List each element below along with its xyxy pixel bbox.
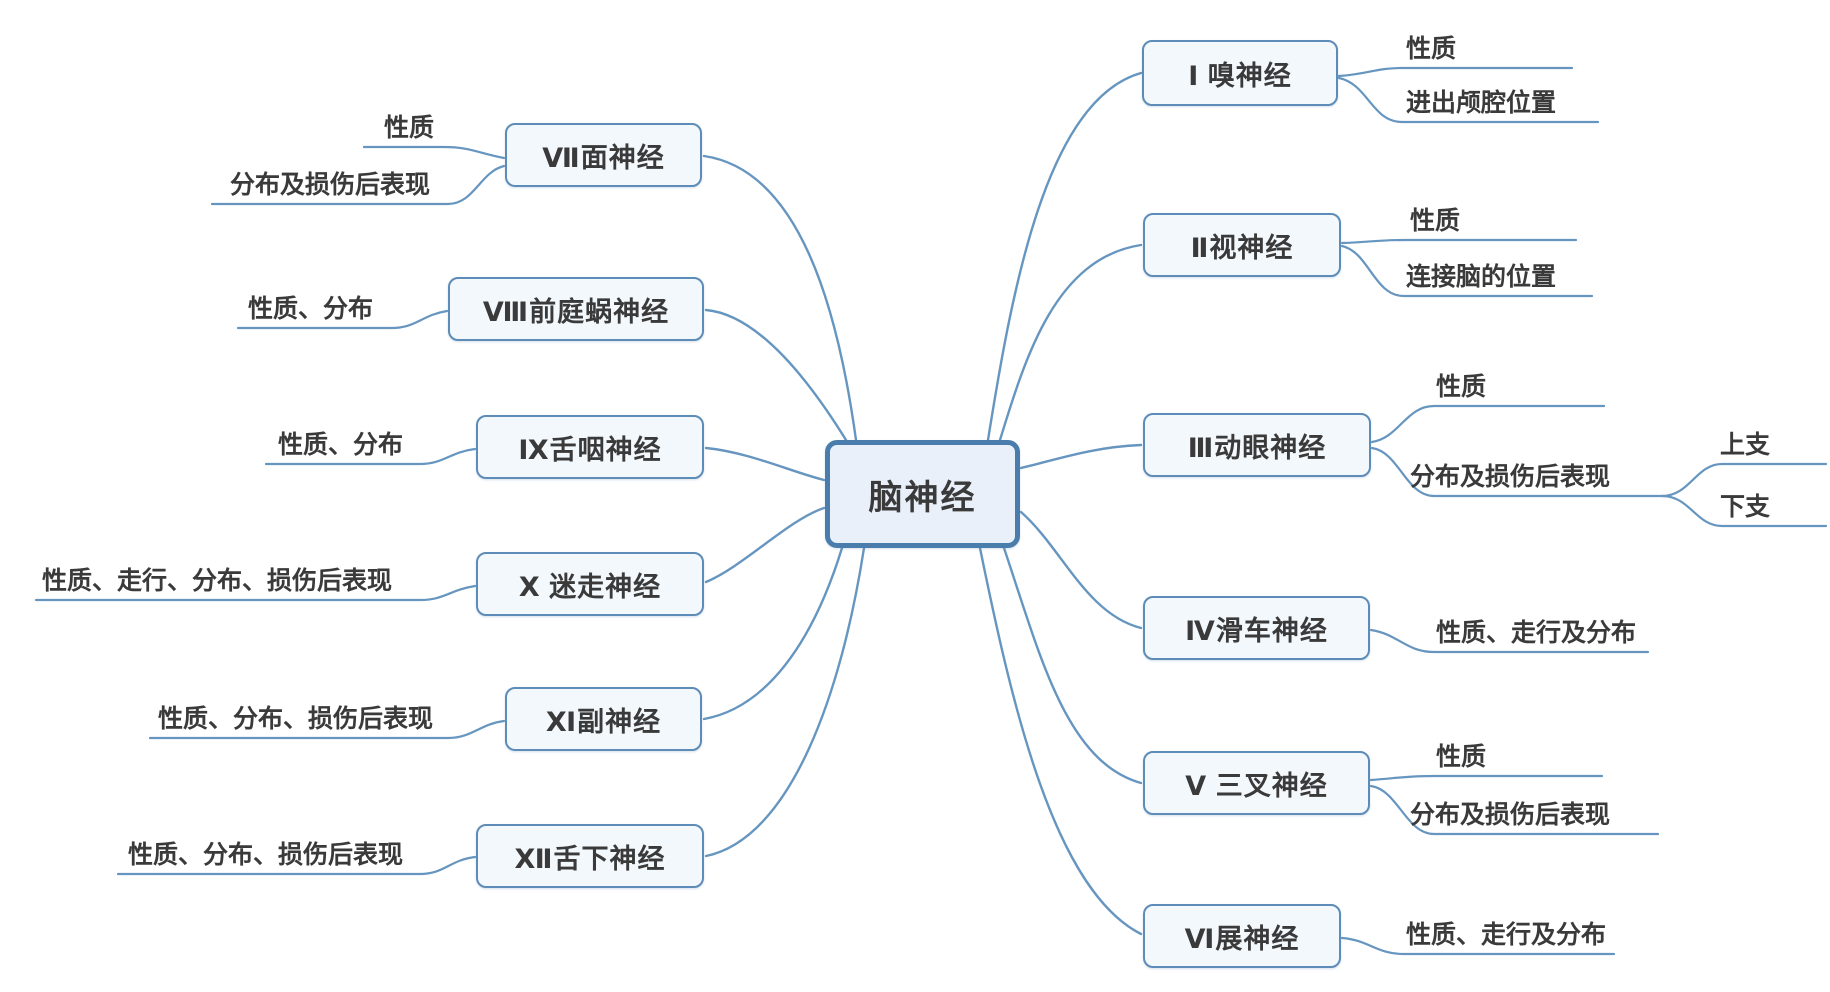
connector-root-hypoglossal [704,546,866,858]
connector-root-optic [998,243,1143,442]
node-7-facial-nerve[interactable]: Ⅶ面神经 [505,123,702,187]
leafline-optic-nature [1340,238,1578,245]
node-11-accessory-nerve[interactable]: Ⅺ副神经 [505,687,702,751]
leafline-hypoglossal-nature [116,855,477,876]
node-9-glossopharyngeal-nerve[interactable]: Ⅸ舌咽神经 [476,415,704,479]
leaf-hypoglossal-nature[interactable]: 性质、分布、损伤后表现 [128,841,404,869]
connector-root-trochlear [1019,510,1143,630]
node-12-hypoglossal-nerve[interactable]: Ⅻ舌下神经 [476,824,704,888]
leafline-optic-brain [1340,244,1594,298]
node-3-oculomotor-nerve[interactable]: Ⅲ动眼神经 [1143,413,1371,477]
leafline-oculomotor-distribution [1370,446,1664,498]
leaf-trigeminal-nature[interactable]: 性质 [1436,743,1487,771]
leafline-accessory-nature [148,719,506,740]
connector-root-oculomotor [1019,443,1143,470]
leafline-abducens-nature [1340,936,1616,956]
leaf-accessory-nature[interactable]: 性质、分布、损伤后表现 [158,705,434,733]
leaf-trigeminal-distribution[interactable]: 分布及损伤后表现 [1410,801,1611,829]
leaf-abducens-nature-course[interactable]: 性质、走行及分布 [1406,921,1607,949]
connector-root-abducens [978,546,1143,936]
leafline-inferior-branch [1660,494,1828,528]
connector-root-trigeminal [1002,546,1143,785]
connector-root-accessory [702,546,844,721]
leaf-optic-brain-position[interactable]: 连接脑的位置 [1406,263,1557,291]
node-8-vestibulocochlear-nerve[interactable]: Ⅷ前庭蜗神经 [448,277,704,341]
node-root-cranial-nerves[interactable]: 脑神经 [825,440,1020,548]
leafline-glossopharyngeal-nature [264,447,477,466]
node-5-trigeminal-nerve[interactable]: Ⅴ 三叉神经 [1143,751,1370,815]
leafline-oculomotor-nature [1370,404,1606,444]
leafline-olfactory-exit [1337,76,1600,124]
leafline-superior-branch [1660,462,1828,498]
leaf-oculomotor-distribution[interactable]: 分布及损伤后表现 [1410,463,1611,491]
connector-root-facial [702,154,858,442]
leaf-optic-nature[interactable]: 性质 [1410,207,1461,235]
leafline-facial-distribution [210,164,506,206]
leafline-olfactory-nature [1337,66,1574,78]
leaf-inferior-branch[interactable]: 下支 [1720,493,1771,521]
leafline-trochlear-nature [1369,628,1650,654]
node-10-vagus-nerve[interactable]: Ⅹ 迷走神经 [476,552,704,616]
node-2-optic-nerve[interactable]: Ⅱ视神经 [1143,213,1341,277]
leafline-trigeminal-distribution [1369,784,1660,836]
connector-root-glossopharyngeal [704,446,826,482]
node-4-trochlear-nerve[interactable]: Ⅳ滑车神经 [1143,596,1370,660]
leaf-trochlear-nature-course[interactable]: 性质、走行及分布 [1436,619,1637,647]
leaf-vestibulocochlear-nature[interactable]: 性质、分布 [248,295,374,323]
connector-root-vestibulocochlear [704,308,848,442]
leaf-superior-branch[interactable]: 上支 [1720,431,1771,459]
leafline-vagus-nature [34,584,477,602]
leaf-olfactory-nature[interactable]: 性质 [1406,35,1457,63]
leaf-glossopharyngeal-nature[interactable]: 性质、分布 [278,431,404,459]
leaf-facial-distribution[interactable]: 分布及损伤后表现 [230,171,431,199]
leafline-facial-nature [362,145,506,160]
leaf-olfactory-exit-position[interactable]: 进出颅腔位置 [1406,89,1557,117]
connector-root-vagus [704,506,826,584]
leaf-vagus-nature[interactable]: 性质、走行、分布、损伤后表现 [42,567,393,595]
connector-root-olfactory [986,71,1143,442]
leafline-vestibulocochlear-nature [236,309,449,330]
leaf-facial-nature[interactable]: 性质 [384,114,435,142]
node-1-olfactory-nerve[interactable]: Ⅰ 嗅神经 [1142,40,1338,106]
leafline-trigeminal-nature [1369,774,1604,782]
leaf-oculomotor-nature[interactable]: 性质 [1436,373,1487,401]
node-6-abducens-nerve[interactable]: Ⅵ展神经 [1143,904,1341,968]
